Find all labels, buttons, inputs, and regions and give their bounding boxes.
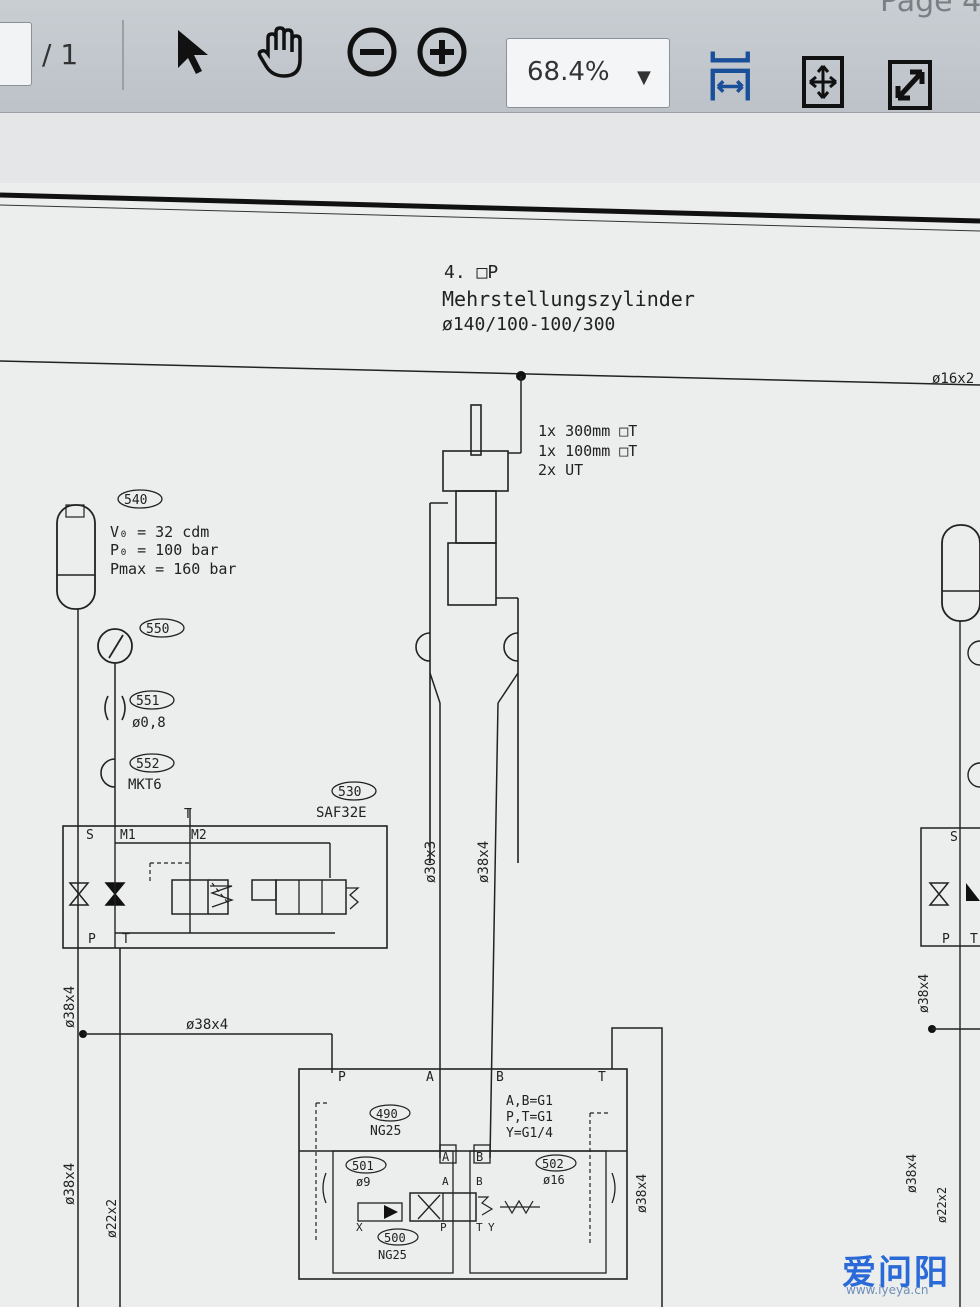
pipe-right-vert-label: ø38x4 (635, 1174, 650, 1213)
safety-block-530 (62, 825, 388, 949)
stroke-spec-1: 1x 300mm □T (538, 422, 637, 440)
far-port-t: T (970, 932, 978, 947)
zoom-dropdown[interactable]: 68.4% ▼ (506, 38, 670, 108)
orifice-size: ø0,8 (132, 715, 166, 731)
pipe-left-label-2: ø38x4 (62, 1163, 78, 1205)
pipe-horizontal-label: ø38x4 (186, 1017, 228, 1033)
inner-port-a: A (442, 1150, 450, 1164)
cylinder-title-1: 4. □P (444, 262, 498, 283)
zoom-value: 68.4% (527, 57, 610, 87)
valve-port-b: B (496, 1070, 504, 1085)
valve-size: NG25 (370, 1124, 401, 1139)
far-pipe-label-2: ø38x4 (905, 1154, 920, 1193)
fullscreen-icon[interactable] (882, 58, 938, 114)
orifice-tag: 551 (136, 694, 159, 709)
block-type: SAF32E (316, 805, 367, 821)
accumulator-tag: 540 (124, 493, 147, 508)
port-t-top: T (184, 807, 192, 822)
valve-tag: 490 (376, 1107, 398, 1121)
stroke-spec-3: 2x UT (538, 461, 583, 479)
pipe-b-label: ø38x4 (476, 841, 492, 883)
stroke-spec-2: 1x 100mm □T (538, 442, 637, 460)
document-page: 4. □P Mehrstellungszylinder ø140/100-100… (0, 183, 980, 1307)
inner-port-a2: A (442, 1175, 449, 1188)
main-valve-size: NG25 (378, 1248, 407, 1262)
thread-spec-2: P,T=G1 (506, 1110, 553, 1125)
zoom-dropdown-icon: ▼ (637, 67, 651, 88)
accumulator-540 (56, 504, 96, 610)
watermark-url: www.iyeya.cn (846, 1283, 929, 1297)
hydraulic-schematic: 4. □P Mehrstellungszylinder ø140/100-100… (0, 192, 980, 1307)
zoom-out-icon[interactable] (344, 24, 400, 80)
hand-tool-icon[interactable] (252, 24, 308, 80)
valve-port-t: T (598, 1070, 606, 1085)
port-m2: M2 (191, 828, 207, 843)
accumulator-v0: V₀ = 32 cdm (110, 523, 209, 541)
accumulator-p0: P₀ = 100 bar (110, 541, 218, 559)
thread-spec-1: A,B=G1 (506, 1094, 553, 1109)
inner-port-x: X (356, 1221, 363, 1234)
far-port-s: S (950, 830, 958, 845)
pdf-toolbar: / 1 68.4% ▼ Page 4 (0, 0, 980, 113)
pressure-gauge-icon (97, 628, 133, 664)
site-watermark: 爱问阳 www.iyeya.cn (842, 1245, 972, 1301)
pipe-left-label-3: ø22x2 (105, 1199, 120, 1238)
far-pipe-label-3: ø22x2 (935, 1187, 949, 1223)
main-valve-tag: 500 (384, 1231, 406, 1245)
port-p: P (88, 932, 96, 947)
far-pipe-label-1: ø38x4 (917, 974, 932, 1013)
orifice3-size: ø16 (543, 1173, 565, 1187)
valve-block-490 (298, 1068, 628, 1280)
gauge-tag: 550 (146, 622, 169, 637)
select-arrow-icon[interactable] (166, 24, 222, 80)
inner-port-t: T (476, 1221, 483, 1234)
orifice2-tag: 501 (352, 1159, 374, 1173)
viewer-gap (0, 113, 980, 183)
page-label: Page 4 (880, 0, 980, 19)
page-total-label: / 1 (42, 38, 79, 71)
inner-port-y: Y (488, 1221, 495, 1234)
coupling-type: MKT6 (128, 777, 162, 793)
multi-position-cylinder (429, 404, 519, 863)
orifice2-size: ø9 (356, 1175, 370, 1189)
far-port-p: P (942, 932, 950, 947)
valve-port-a: A (426, 1070, 434, 1085)
cylinder-title-2: Mehrstellungszylinder (442, 287, 695, 311)
cylinder-title-3: ø140/100-100/300 (442, 314, 615, 335)
fit-page-icon[interactable] (796, 54, 852, 110)
orifice-icon (104, 695, 126, 721)
port-t: T (122, 932, 130, 947)
block-tag: 530 (338, 785, 361, 800)
fit-width-icon[interactable] (704, 48, 760, 104)
inner-port-p: P (440, 1221, 447, 1234)
port-m1: M1 (120, 828, 136, 843)
pipe-top-right-label: ø16x2 (932, 371, 974, 387)
orifice3-tag: 502 (542, 1157, 564, 1171)
page-number-input[interactable] (0, 22, 32, 86)
valve-port-p: P (338, 1070, 346, 1085)
accumulator-pmax: Pmax = 160 bar (110, 560, 236, 578)
toolbar-separator (122, 20, 124, 90)
inner-port-b: B (476, 1150, 483, 1164)
watermark-text: 爱问阳 (842, 1253, 950, 1293)
pipe-left-label-1: ø38x4 (62, 986, 78, 1028)
inner-port-b2: B (476, 1175, 483, 1188)
thread-spec-3: Y=G1/4 (506, 1126, 553, 1141)
zoom-in-icon[interactable] (414, 24, 470, 80)
quick-coupling-icon (100, 758, 116, 788)
port-s: S (86, 828, 94, 843)
pipe-a-label: ø30x3 (423, 841, 439, 883)
coupling-tag: 552 (136, 757, 159, 772)
